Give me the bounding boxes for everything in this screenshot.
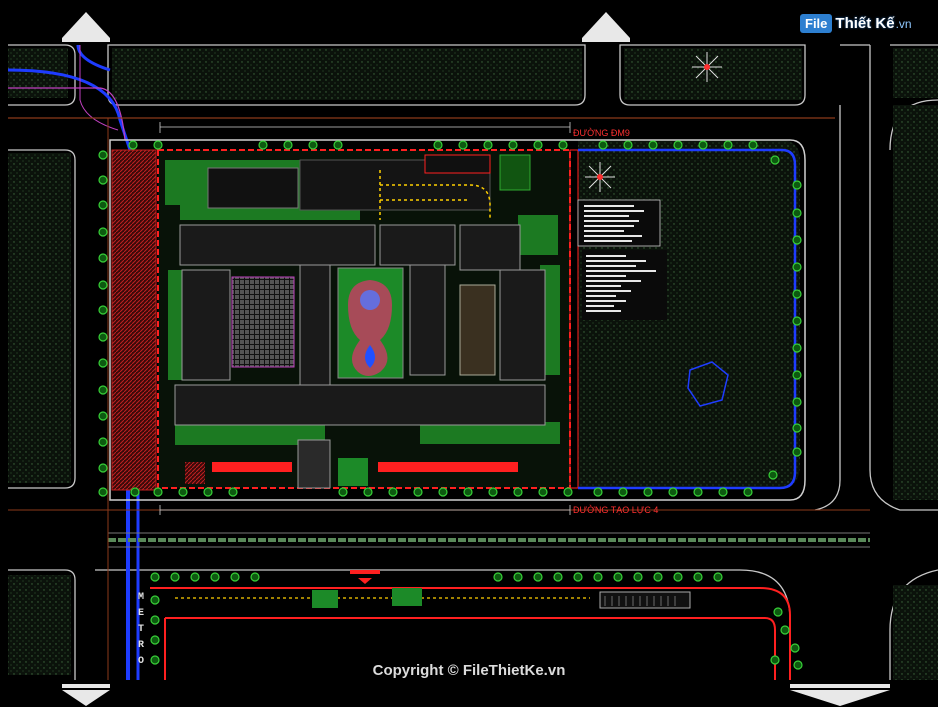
- logo-suffix: .vn: [895, 16, 912, 31]
- direction-arrows: [62, 12, 890, 706]
- copyright-text: Copyright © FileThietKe.vn: [372, 662, 566, 679]
- north-arrow-icon: [692, 52, 722, 82]
- north-arrow-icon-2: [585, 162, 615, 192]
- metro-label: METRO: [137, 592, 144, 667]
- lower-block: [150, 570, 791, 680]
- site-block: [109, 139, 806, 501]
- dimension-lines: [159, 122, 571, 515]
- logo-badge: File: [800, 14, 833, 33]
- tree-symbols: [98, 140, 803, 670]
- logo: File Thiết Kế .vn: [800, 14, 912, 33]
- road-label-bottom: ĐƯỜNG TẠO LỰC 4: [573, 505, 659, 515]
- road-label-top: ĐƯỜNG ĐM9: [573, 128, 630, 138]
- logo-name: Thiết Kế: [835, 15, 895, 32]
- info-panels: [577, 199, 729, 407]
- road-edges: [8, 44, 938, 680]
